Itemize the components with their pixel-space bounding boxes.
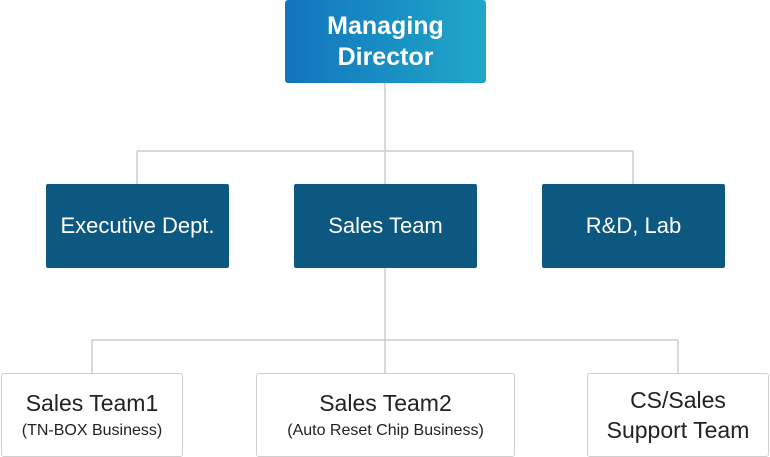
sales-team2-sub: (Auto Reset Chip Business)	[287, 422, 484, 439]
managing-director-line1: Managing	[327, 11, 444, 40]
sales-team1-sub: (TN-BOX Business)	[21, 422, 163, 439]
sales-team-box: Sales Team	[294, 184, 477, 268]
managing-director-box: Managing Director	[285, 0, 486, 83]
sales-team1-box: Sales Team1 (TN-BOX Business)	[1, 373, 183, 457]
sales-team2-box: Sales Team2 (Auto Reset Chip Business)	[256, 373, 515, 457]
executive-dept-label: Executive Dept.	[60, 213, 215, 238]
rd-lab-label: R&D, Lab	[585, 213, 682, 238]
sales-team1-name: Sales Team1	[25, 390, 159, 416]
cs-sales-support-line2: Support Team	[606, 417, 750, 443]
sales-team-label: Sales Team	[328, 213, 443, 238]
executive-dept-box: Executive Dept.	[46, 184, 229, 268]
cs-sales-support-box: CS/Sales Support Team	[587, 373, 769, 457]
managing-director-line2: Director	[337, 42, 434, 71]
cs-sales-support-line1: CS/Sales	[630, 387, 726, 413]
rd-lab-box: R&D, Lab	[542, 184, 725, 268]
sales-team2-name: Sales Team2	[319, 390, 452, 416]
